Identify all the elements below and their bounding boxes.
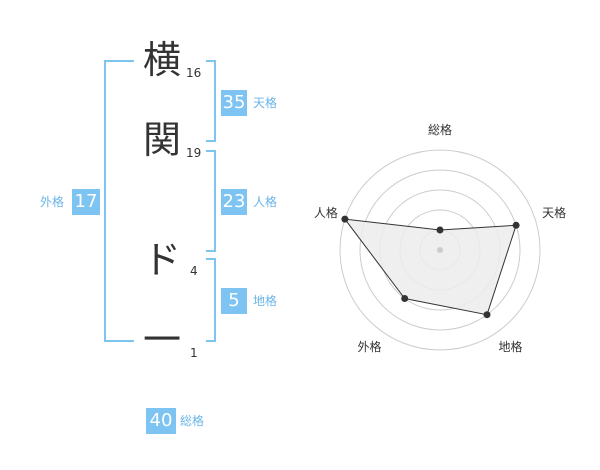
radar-axis-label-4: 外格 [357,339,381,354]
soukaku-value: 40 [146,408,176,434]
gaikaku-value: 17 [72,189,100,215]
chikaku-label: 地格 [253,294,278,308]
radar-axis-label-5: 人格 [314,205,338,220]
radar-axis-label-1: 総格 [428,122,452,137]
jinkaku-bracket [206,150,216,252]
radar-center-dot [437,247,443,253]
radar-point-2 [512,221,520,229]
name-char-4: 一 [142,318,181,362]
radar-ring-5 [339,149,541,351]
stroke-count-4: 1 [190,346,198,360]
radar-point-3 [483,311,491,319]
radar-data-polygon [343,218,517,316]
radar-point-5 [341,215,349,223]
gaikaku-bracket [104,60,134,342]
chikaku-value: 5 [221,288,247,314]
tenkaku-value: 35 [221,90,247,116]
name-char-3: ド [142,238,181,282]
radar-point-4 [401,295,409,302]
soukaku-label: 総格 [180,414,205,428]
jinkaku-label: 人格 [253,195,278,209]
stroke-count-2: 19 [186,146,202,160]
radar-axis-label-2: 天格 [542,205,566,220]
tenkaku-bracket [206,60,216,142]
radar-axis-label-3: 地格 [498,339,522,354]
radar-ring-4 [359,169,521,331]
name-char-2: 関 [142,118,181,162]
gaikaku-label: 外格 [40,195,65,209]
tenkaku-label: 天格 [253,96,278,110]
stroke-count-3: 4 [190,264,198,278]
stroke-count-1: 16 [186,66,202,80]
name-char-1: 横 [142,38,181,82]
radar-point-1 [436,226,444,234]
chikaku-bracket [206,258,216,342]
jinkaku-value: 23 [221,189,247,215]
